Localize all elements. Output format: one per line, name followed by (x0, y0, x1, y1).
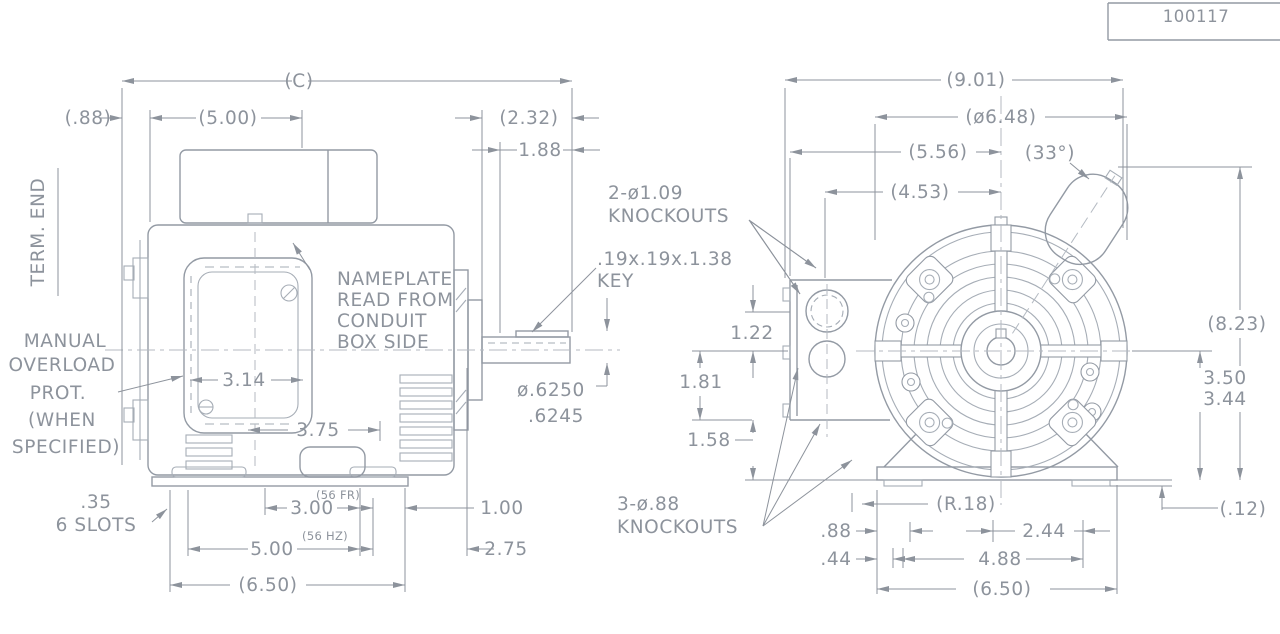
dim-shaft-dia-min: .6245 (528, 406, 584, 427)
term-end-label: TERM. END (28, 178, 49, 288)
nameplate-note-2: READ FROM (337, 290, 454, 311)
dim-cover: 3.14 (222, 370, 266, 391)
dim-base-len: (6.50) (238, 575, 297, 596)
knockouts-top-word: KNOCKOUTS (608, 206, 729, 227)
end-face (856, 96, 1150, 505)
dim-angle: (33°) (1025, 143, 1075, 164)
dim-sh-min: 3.44 (1203, 389, 1247, 410)
dim-pad: (.12) (1220, 499, 1267, 520)
knockout-top (805, 289, 849, 333)
dim-bolt-2f-note: (56 FR) (316, 488, 360, 502)
dim-box-width: (5.00) (198, 108, 257, 129)
knockouts-top-qty: 2-ø1.09 (608, 183, 683, 204)
side-view-dimensions (57, 78, 610, 592)
dim-ko-sp: 1.22 (730, 323, 774, 344)
dim-cl-box: (5.56) (908, 142, 967, 163)
dim-foot-r: (R.18) (936, 494, 996, 515)
overload-label-1: MANUAL (24, 331, 107, 352)
dim-ko-cl: (4.53) (890, 182, 949, 203)
nameplate-note-4: BOX SIDE (337, 332, 429, 353)
dim-shaft-len: 1.88 (518, 140, 562, 161)
dim-base-len-end: (6.50) (972, 579, 1031, 600)
dim-bolt-2f-alt: 5.00 (250, 539, 294, 560)
overload-label-5: SPECIFIED) (12, 437, 120, 458)
overload-label-2: OVERLOAD (8, 355, 115, 376)
dim-shaft-dia-max: ø.6250 (517, 380, 585, 401)
dim-hole-wide: 4.88 (978, 549, 1022, 570)
end-view-dimensions (692, 77, 1252, 594)
overload-protector-cover (183, 257, 313, 434)
overload-label-3: PROT. (30, 383, 87, 404)
dim-slot-b: .44 (820, 549, 851, 570)
bolt-tabs (905, 255, 1097, 447)
side-view-motor (105, 149, 620, 487)
dim-np-dist: 3.75 (296, 420, 340, 441)
conduit-elbow (1012, 169, 1129, 334)
dim-box-low: 1.58 (687, 430, 731, 451)
vent-slots-left (185, 434, 233, 470)
shaft-key (515, 330, 569, 338)
dim-bolt-2f: 3.00 (290, 498, 334, 519)
drawing-number: 100117 (1163, 7, 1230, 26)
dim-overhang: (.88) (65, 108, 112, 129)
overload-label-4: (WHEN (28, 410, 96, 431)
nameplate-note-1: NAMEPLATE (337, 269, 453, 290)
dim-c: (C) (284, 71, 313, 92)
vent-slots-right (399, 374, 453, 462)
key-label-2: KEY (597, 271, 634, 292)
knockouts-bottom-word: KNOCKOUTS (617, 517, 738, 538)
motor-base-side (151, 446, 409, 487)
dim-hole-sp: 2.44 (1022, 521, 1066, 542)
dim-foot-edge: 1.00 (480, 498, 524, 519)
dim-overall-h: (8.23) (1207, 314, 1266, 335)
slots-label-1: .35 (80, 492, 111, 513)
dim-ba: 2.75 (484, 539, 528, 560)
dim-overall-w: (9.01) (946, 70, 1005, 91)
conduit-box-end (782, 279, 892, 437)
end-view-motor (782, 96, 1150, 505)
dim-slot-a: .88 (820, 521, 851, 542)
key-label-1: .19x.19x.1.38 (597, 249, 733, 270)
dim-box-mid: 1.81 (679, 372, 723, 393)
labels: (C) (.88) (5.00) (2.32) 1.88 TERM. END M… (8, 70, 1266, 600)
dim-shaft-ext: (2.32) (499, 108, 558, 129)
dim-bolt-2f-alt-note: (56 HZ) (302, 529, 348, 543)
dim-frame-dia: (ø6.48) (965, 107, 1036, 128)
knockouts-bottom-qty: 3-ø.88 (617, 494, 680, 515)
dim-sh-max: 3.50 (1203, 368, 1247, 389)
title-block: 100117 (1107, 2, 1280, 41)
slots-label-2: 6 SLOTS (56, 515, 137, 536)
conduit-box-side (179, 149, 378, 224)
nameplate-note-3: CONDUIT (337, 311, 427, 332)
